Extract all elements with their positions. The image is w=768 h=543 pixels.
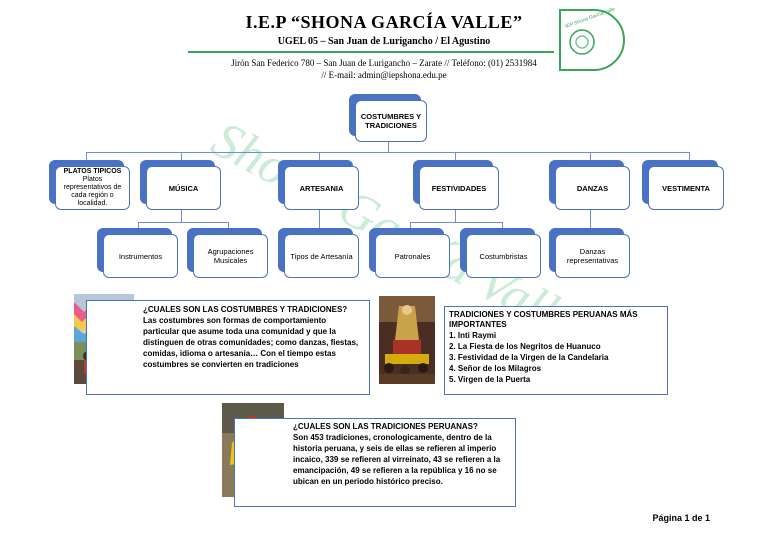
address-block: Jirón San Federico 780 – San Juan de Lur… [0,57,768,81]
node-costumbristas-label: Costumbristas [466,234,541,278]
school-title: I.E.P “SHONA GARCÍA VALLE” [245,12,523,32]
connector [86,152,87,166]
node-musica: MÚSICA [140,160,221,210]
node-musica-label: MÚSICA [146,166,221,210]
connector [138,222,228,223]
node-instrumentos-label: Instrumentos [103,234,178,278]
procession-photo [379,296,435,384]
page-number: Página 1 de 1 [652,513,710,523]
node-danzas-label: DANZAS [555,166,630,210]
node-festividades: FESTIVIDADES [413,160,499,210]
connector [455,210,456,222]
logo-text: IEP Shona García Valle [565,8,616,30]
box-costumbres-heading: ¿CUALES SON LAS COSTUMBRES Y TRADICIONES… [143,305,348,314]
node-vestimenta: VESTIMENTA [642,160,724,210]
connector [181,152,182,166]
tradicion-item-2: 2. La Fiesta de los Negritos de Huanuco [449,342,601,351]
node-danzas: DANZAS [549,160,630,210]
email-line: // E-mail: admin@iepshona.edu.pe [321,70,447,80]
tradicion-item-4: 4. Señor de los Milagros [449,364,542,373]
connector [410,222,502,223]
node-vestimenta-label: VESTIMENTA [648,166,724,210]
connector [388,142,389,152]
node-instrumentos: Instrumentos [97,228,178,278]
node-danzas-rep: Danzas representativas [549,228,630,278]
connector [319,210,320,234]
tradicion-item-3: 3. Festividad de la Virgen de la Candela… [449,353,609,362]
box-tradiciones-peruanas-text: Son 453 tradiciones, cronologicamente, d… [293,433,501,486]
box-tradiciones-heading: TRADICIONES Y COSTUMBRES PERUANAS MÁS IM… [449,310,638,329]
node-platos-desc: Platos representativos de cada región o … [63,176,122,207]
box-tradiciones-peruanas: ¿CUALES SON LAS TRADICIONES PERUANAS? So… [234,418,516,507]
node-patronales-label: Patronales [375,234,450,278]
box-tradiciones-importantes: TRADICIONES Y COSTUMBRES PERUANAS MÁS IM… [444,306,668,395]
tradicion-item-1: 1. Inti Raymi [449,331,497,340]
node-platos: PLATOS TIPICOS Platos representativos de… [49,160,130,210]
node-danzas-rep-label: Danzas representativas [555,234,630,278]
connector [689,152,690,166]
box-tradiciones-peruanas-heading: ¿CUALES SON LAS TRADICIONES PERUANAS? [293,422,478,431]
node-tipos-artesania-label: Tipos de Artesanía [284,234,359,278]
connector [590,152,591,166]
node-root: COSTUMBRES Y TRADICIONES [349,94,427,142]
connector [181,210,182,222]
node-tipos-artesania: Tipos de Artesanía [278,228,359,278]
node-patronales: Patronales [369,228,450,278]
tradicion-item-5: 5. Virgen de la Puerta [449,375,531,384]
node-artesania: ARTESANIA [278,160,359,210]
box-costumbres: ¿CUALES SON LAS COSTUMBRES Y TRADICIONES… [86,300,370,395]
header-divider [188,51,554,53]
connector [86,152,689,153]
node-agrupaciones: Agrupaciones Musicales [187,228,268,278]
node-platos-title: PLATOS TIPICOS [63,168,122,175]
node-artesania-label: ARTESANIA [284,166,359,210]
connector [319,152,320,166]
box-costumbres-text: Las costumbres son formas de comportamie… [143,316,359,369]
school-logo: IEP Shona García Valle [556,6,626,72]
ugel-subtitle: UGEL 05 – San Juan de Lurigancho / El Ag… [277,36,491,47]
connector [590,210,591,234]
node-festividades-label: FESTIVIDADES [419,166,499,210]
node-costumbristas: Costumbristas [460,228,541,278]
node-root-label: COSTUMBRES Y TRADICIONES [355,100,427,142]
node-agrupaciones-label: Agrupaciones Musicales [193,234,268,278]
connector [455,152,456,166]
address-line: Jirón San Federico 780 – San Juan de Lur… [231,58,537,68]
